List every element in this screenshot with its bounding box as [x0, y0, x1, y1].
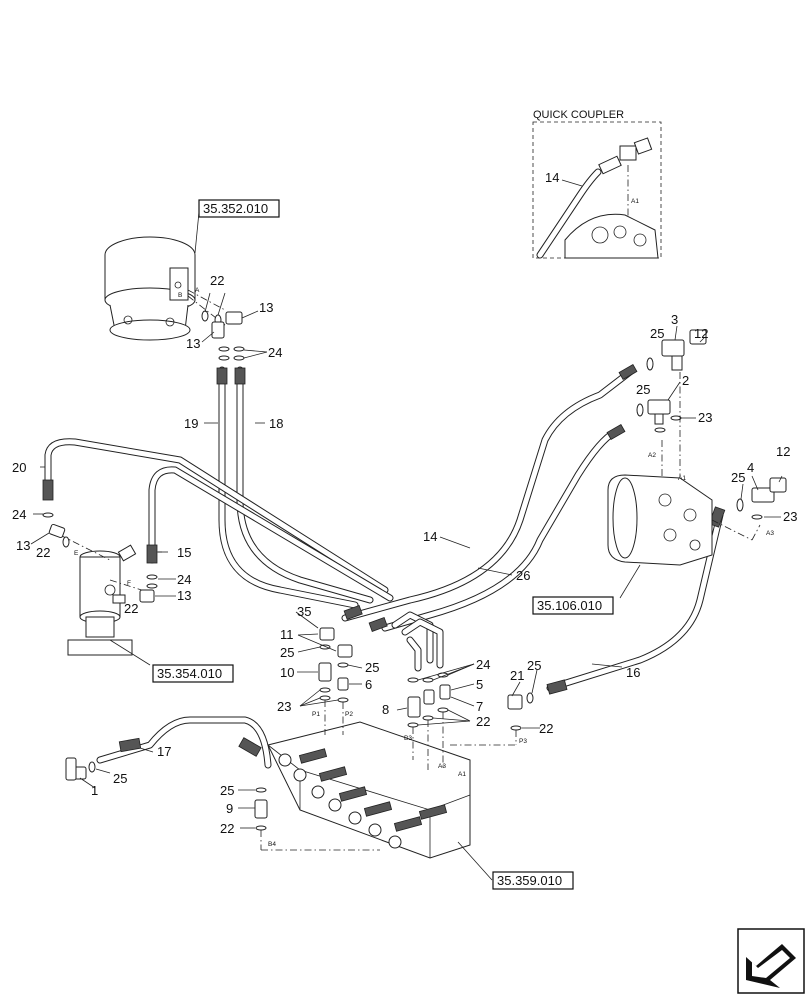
callout-20: 20 [12, 460, 26, 475]
callout-18: 18 [269, 416, 283, 431]
callout-3: 3 [671, 312, 678, 327]
callout-22: 22 [210, 273, 224, 288]
port-b: B [178, 292, 182, 299]
port-b4: B4 [268, 841, 276, 848]
ref-35-352-010: 35.352.010 [198, 199, 280, 218]
callout-23: 23 [277, 699, 291, 714]
callout-22: 22 [220, 821, 234, 836]
swing-motor-fittings [201, 292, 268, 424]
port-a1-valve: A1 [458, 771, 466, 778]
left-fittings [30, 466, 176, 603]
callout-22: 22 [476, 714, 490, 729]
port-b3: B3 [404, 735, 412, 742]
callout-25: 25 [280, 645, 294, 660]
callout-25: 25 [731, 470, 745, 485]
swivel-joint-assembly: E F [59, 534, 151, 666]
callout-17: 17 [157, 744, 171, 759]
port-e: E [74, 550, 79, 557]
bottom-left-fittings [65, 747, 154, 789]
ref-359-label: 35.359.010 [497, 873, 562, 888]
pump-right-fittings: A3 [711, 475, 787, 541]
port-a1-inset: A1 [631, 198, 639, 205]
callout-25: 25 [527, 658, 541, 673]
callout-25: 25 [113, 771, 127, 786]
port-p3: P3 [519, 738, 527, 745]
callout-19: 19 [184, 416, 198, 431]
callout-23: 23 [698, 410, 712, 425]
callout-23: 23 [783, 509, 797, 524]
callout-22: 22 [539, 721, 553, 736]
callout-16: 16 [626, 665, 640, 680]
callout-25: 25 [636, 382, 650, 397]
callout-13: 13 [259, 300, 273, 315]
ref-35-359-010: 35.359.010 [492, 871, 574, 890]
ref-35-354-010: 35.354.010 [152, 664, 234, 683]
callout-14-inset: 14 [545, 170, 559, 185]
port-a3-valve: A3 [438, 763, 446, 770]
callout-7: 7 [476, 699, 483, 714]
upper-right-fittings [636, 325, 707, 480]
callout-24: 24 [12, 507, 26, 522]
ref-354-label: 35.354.010 [157, 666, 222, 681]
callout-14: 14 [423, 529, 437, 544]
ref-35-106-010: 35.106.010 [532, 596, 614, 615]
callout-13: 13 [16, 538, 30, 553]
callout-25: 35 [297, 604, 311, 619]
callout-12: 12 [694, 326, 708, 341]
port-a3-pump: A3 [766, 530, 774, 537]
callout-24: 24 [177, 572, 191, 587]
callout-25: 25 [220, 783, 234, 798]
callout-labels: 22 13 13 24 19 18 12 25 3 2 25 23 20 24 … [12, 273, 797, 836]
port-a2: A2 [648, 452, 656, 459]
port-f: F [127, 580, 131, 587]
callout-13: 13 [177, 588, 191, 603]
callout-24: 24 [268, 345, 282, 360]
callout-5: 5 [476, 677, 483, 692]
callout-25: 25 [650, 326, 664, 341]
callout-10: 10 [280, 665, 294, 680]
callout-25: 25 [365, 660, 379, 675]
port-a1-pump: A1 [678, 475, 686, 482]
swing-motor-assembly: A B [104, 211, 226, 341]
ref-352-label: 35.352.010 [203, 201, 268, 216]
callout-21: 21 [510, 668, 524, 683]
callout-2: 2 [682, 373, 689, 388]
callout-13: 13 [186, 336, 200, 351]
page-arrow-icon[interactable] [737, 928, 805, 994]
hose-leaders [158, 536, 623, 668]
callout-6: 6 [365, 677, 372, 692]
callout-22: 22 [124, 601, 138, 616]
port-p1: P1 [312, 711, 320, 718]
port-a: A [195, 287, 200, 294]
valve-fittings: P1 P2 B3 A3 A1 P3 [238, 611, 540, 851]
callout-24: 24 [476, 657, 490, 672]
callout-9: 9 [226, 801, 233, 816]
callout-12: 12 [776, 444, 790, 459]
callout-8: 8 [382, 702, 389, 717]
pump-assembly: A2 A1 [607, 452, 713, 599]
control-valve-assembly [267, 721, 493, 881]
hoses [42, 363, 726, 769]
inset-title: QUICK COUPLER [533, 109, 624, 121]
ref-106-label: 35.106.010 [537, 598, 602, 613]
callout-4: 4 [747, 460, 754, 475]
callout-11: 11 [280, 627, 294, 642]
callout-26: 26 [516, 568, 530, 583]
callout-15: 15 [177, 545, 191, 560]
callout-1: 1 [91, 783, 98, 798]
port-p2: P2 [345, 711, 353, 718]
quick-coupler-inset: QUICK COUPLER 14 A1 [532, 109, 662, 259]
callout-22: 22 [36, 545, 50, 560]
